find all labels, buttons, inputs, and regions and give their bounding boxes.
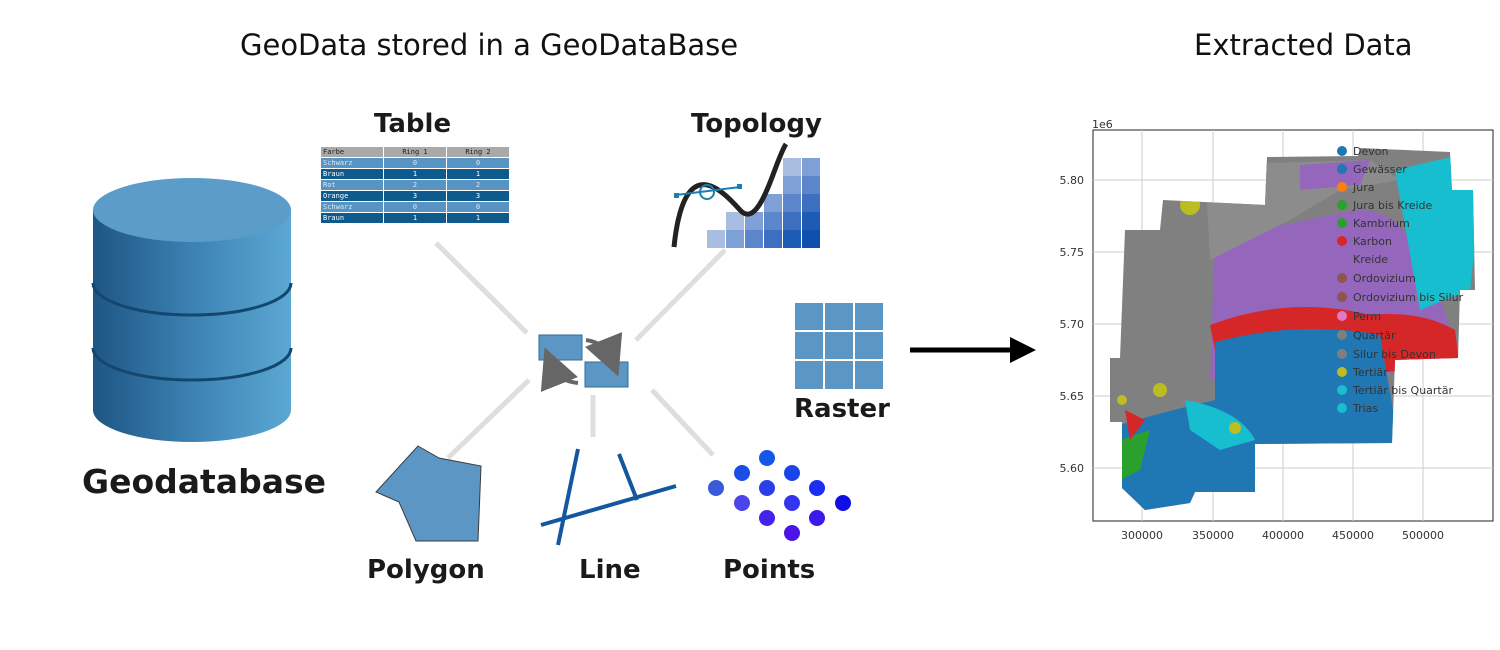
table-header: Farbe bbox=[320, 146, 384, 158]
table-cell: 1 bbox=[446, 212, 510, 224]
legend-label: Jura bis Kreide bbox=[1352, 199, 1433, 212]
legend-marker bbox=[1337, 164, 1347, 174]
y-tick-label: 5.70 bbox=[1060, 318, 1085, 331]
x-tick-label: 400000 bbox=[1262, 529, 1304, 542]
legend-label: Ordovizium bbox=[1353, 272, 1416, 285]
axis-exponent: 1e6 bbox=[1092, 118, 1113, 131]
legend-marker bbox=[1337, 236, 1347, 246]
legend-label: Tertiär bbox=[1352, 366, 1388, 379]
legend-label: Devon bbox=[1353, 145, 1388, 158]
legend-label: Perm bbox=[1353, 310, 1381, 323]
table-cell: 3 bbox=[446, 190, 510, 202]
topology-icon bbox=[671, 142, 820, 248]
legend-marker bbox=[1337, 200, 1347, 210]
legend-label: Ordovizium bis Silur bbox=[1353, 291, 1464, 304]
right-title: Extracted Data bbox=[1194, 28, 1413, 62]
legend-label: Karbon bbox=[1353, 235, 1392, 248]
x-tick-label: 350000 bbox=[1192, 529, 1234, 542]
legend-label: Gewässer bbox=[1353, 163, 1407, 176]
legend-marker bbox=[1337, 403, 1347, 413]
y-tick-label: 5.75 bbox=[1060, 246, 1085, 259]
polygon-label: Polygon bbox=[367, 555, 485, 585]
legend-label: Jura bbox=[1352, 181, 1374, 194]
line-icon bbox=[540, 448, 677, 546]
table-cell: 1 bbox=[446, 168, 510, 180]
legend: Devon Gewässer Jura Jura bis Kreide Kamb… bbox=[1337, 145, 1464, 415]
y-tick-label: 5.65 bbox=[1060, 390, 1085, 403]
legend-marker bbox=[1337, 349, 1347, 359]
legend-marker bbox=[1337, 311, 1347, 321]
legend-marker bbox=[1337, 146, 1347, 156]
legend-marker bbox=[1337, 218, 1347, 228]
table-cell: Braun bbox=[320, 168, 384, 180]
polygon-icon bbox=[375, 445, 482, 542]
legend-label: Quartär bbox=[1353, 329, 1396, 342]
geology-map: Devon Gewässer Jura Jura bis Kreide Kamb… bbox=[1060, 118, 1494, 542]
legend-marker bbox=[1337, 182, 1347, 192]
table-cell: 1 bbox=[383, 212, 447, 224]
legend-marker bbox=[1337, 292, 1347, 302]
table-cell: 0 bbox=[446, 201, 510, 213]
legend-marker bbox=[1337, 367, 1347, 377]
legend-label: Tertiär bis Quartär bbox=[1352, 384, 1453, 397]
y-tick-label: 5.80 bbox=[1060, 174, 1085, 187]
legend-label: Trias bbox=[1352, 402, 1378, 415]
geodatabase-label: Geodatabase bbox=[82, 462, 326, 501]
table-cell: Orange bbox=[320, 190, 384, 202]
legend-label: Kambrium bbox=[1353, 217, 1410, 230]
table-cell: 1 bbox=[383, 168, 447, 180]
legend-marker bbox=[1337, 330, 1347, 340]
topology-label: Topology bbox=[691, 109, 822, 139]
exchange-icon bbox=[538, 331, 629, 393]
big-arrow-icon bbox=[910, 337, 1036, 363]
points-label: Points bbox=[723, 555, 816, 585]
legend-marker bbox=[1337, 385, 1347, 395]
table-cell: 0 bbox=[383, 201, 447, 213]
table-label: Table bbox=[374, 109, 452, 139]
table-cell: Rot bbox=[320, 179, 384, 191]
left-title: GeoData stored in a GeoDataBase bbox=[240, 28, 739, 62]
table-cell: 2 bbox=[383, 179, 447, 191]
table-header-row: Farbe Ring 1 Ring 2 bbox=[320, 146, 510, 158]
line-label: Line bbox=[579, 555, 641, 585]
table-header: Ring 1 bbox=[383, 146, 447, 158]
raster-icon bbox=[795, 303, 883, 389]
connector-lines bbox=[434, 241, 727, 460]
database-icon bbox=[91, 178, 293, 442]
raster-label: Raster bbox=[794, 394, 890, 424]
table-cell: 3 bbox=[383, 190, 447, 202]
legend-label: Kreide bbox=[1353, 253, 1388, 266]
x-tick-label: 500000 bbox=[1402, 529, 1444, 542]
legend-marker bbox=[1337, 273, 1347, 283]
legend-label: Silur bis Devon bbox=[1353, 348, 1436, 361]
table-cell: Braun bbox=[320, 212, 384, 224]
table-cell: 0 bbox=[446, 157, 510, 169]
table-cell: Schwarz bbox=[320, 201, 384, 213]
x-tick-label: 450000 bbox=[1332, 529, 1374, 542]
table-cell: Schwarz bbox=[320, 157, 384, 169]
table-header: Ring 2 bbox=[446, 146, 510, 158]
y-tick-label: 5.60 bbox=[1060, 462, 1085, 475]
legend-marker bbox=[1337, 254, 1347, 264]
points-icon bbox=[708, 450, 851, 541]
table-cell: 0 bbox=[383, 157, 447, 169]
table-cell: 2 bbox=[446, 179, 510, 191]
x-tick-label: 300000 bbox=[1121, 529, 1163, 542]
